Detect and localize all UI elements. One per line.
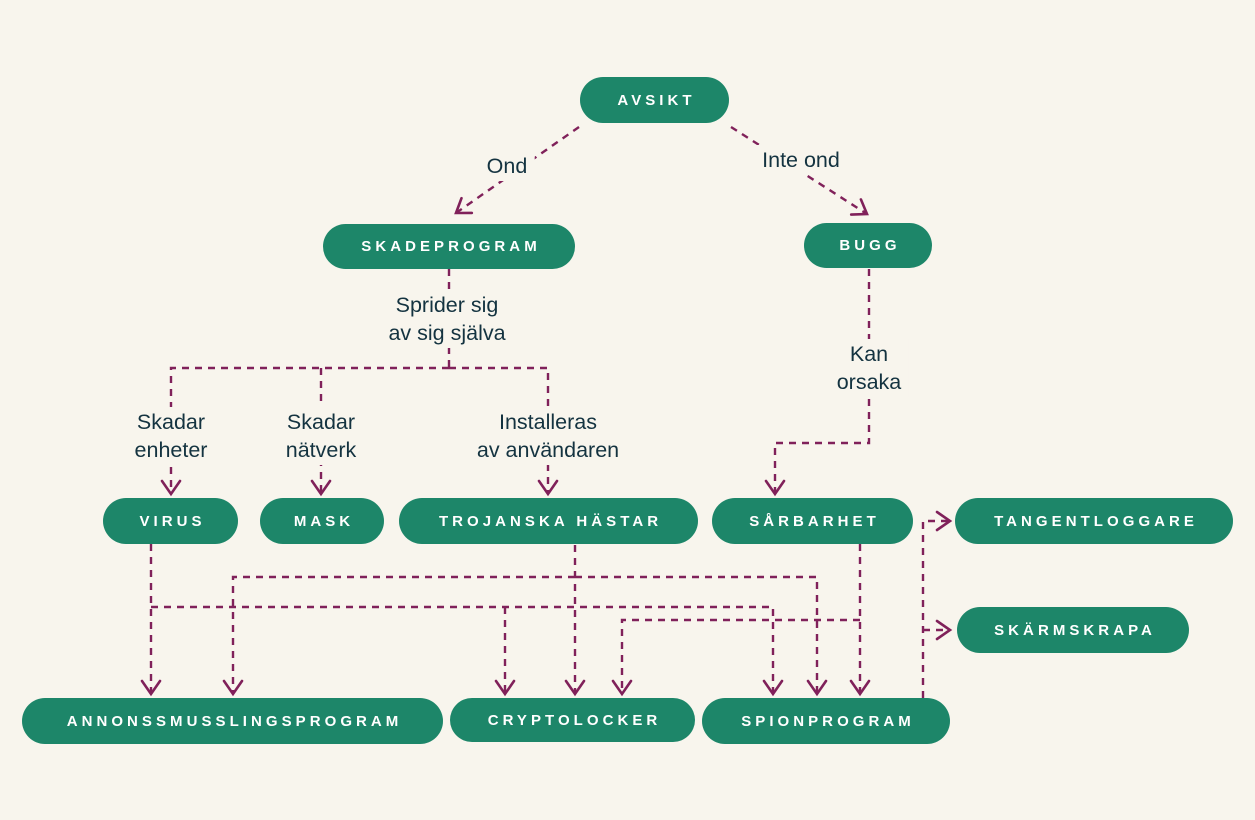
edge-virus-spionprogram [151, 605, 784, 697]
edge-label-inte-ond: Inte ond [755, 145, 847, 175]
node-spionprogram: SPIONPROGRAM [702, 698, 950, 744]
edge-label-skadar-enheter: Skadar enheter [127, 407, 215, 465]
node-mask: MASK [260, 498, 384, 544]
edge-trojanska-spionprogram [575, 575, 828, 697]
node-avsikt: AVSIKT [580, 77, 729, 123]
node-trojanska-hastar: TROJANSKA HÄSTAR [399, 498, 698, 544]
edge-label-sprider-sig: Sprider sig av sig själva [381, 290, 513, 348]
edge-label-kan-orsaka: Kan orsaka [829, 339, 909, 397]
edge-bugg-sarbarhet [764, 269, 871, 497]
edge-label-skadar-natverk: Skadar nätverk [278, 407, 364, 465]
edge-spionprogram-tangentloggare [921, 510, 953, 698]
edge-skadeprogram-virus [160, 366, 449, 497]
node-annonssmusslingsprogram: ANNONSSMUSSLINGSPROGRAM [22, 698, 443, 744]
edge-label-installeras: Installeras av användaren [469, 407, 627, 465]
node-bugg: BUGG [804, 223, 932, 268]
node-tangentloggare: TANGENTLOGGARE [955, 498, 1233, 544]
node-skadeprogram: SKADEPROGRAM [323, 224, 575, 269]
edge-label-ond: Ond [479, 151, 535, 181]
node-cryptolocker: CRYPTOLOCKER [450, 698, 695, 742]
edge-trojanska-annonssmusslingsprogram [222, 575, 575, 697]
node-sarbarhet: SÅRBARHET [712, 498, 913, 544]
edge-sarbarhet-cryptolocker [611, 618, 860, 697]
node-virus: VIRUS [103, 498, 238, 544]
node-skarmskrapa: SKÄRMSKRAPA [957, 607, 1189, 653]
